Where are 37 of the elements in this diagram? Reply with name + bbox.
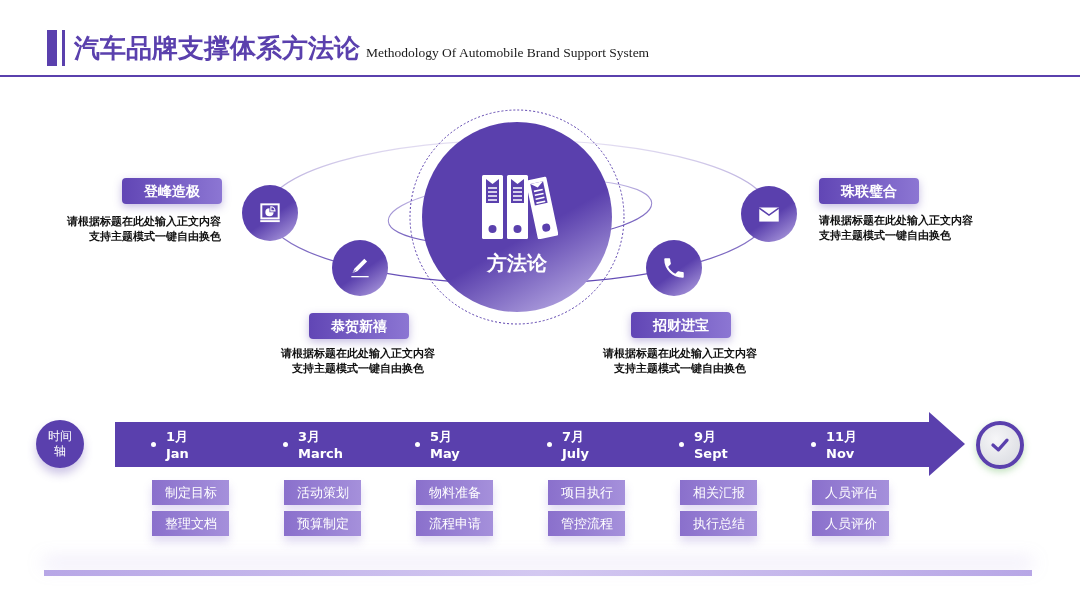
heading-tag: 招财进宝 (631, 312, 731, 338)
pen-icon (332, 240, 388, 296)
task-tag: 人员评估 (812, 480, 889, 505)
page-subtitle: Methodology Of Automobile Brand Support System (366, 45, 650, 61)
task-tag: 制定目标 (152, 480, 229, 505)
month-label: 7月 July (562, 428, 591, 462)
heading-tag: 恭贺新禧 (309, 313, 409, 339)
page-title: 汽车品牌支撑体系方法论 (74, 32, 360, 65)
month-label: 5月 May (430, 428, 461, 462)
task-tag: 物料准备 (416, 480, 493, 505)
heading-tag: 登峰造极 (122, 178, 222, 204)
task-tag: 项目执行 (548, 480, 625, 505)
timeline-arrow (115, 412, 966, 476)
description-text: 请根据标题在此处输入正文内容支持主题模式一键自由换色 (602, 346, 758, 376)
month-label: 1月 Jan (166, 428, 190, 462)
month-label: 3月 March (298, 428, 345, 462)
pie-chart-board-icon (242, 185, 298, 241)
month-label: 11月 Nov (826, 428, 859, 462)
task-tag: 流程申请 (416, 511, 493, 536)
hub-label: 方法论 (487, 251, 547, 275)
task-tag: 活动策划 (284, 480, 361, 505)
heading-tag: 珠联璧合 (819, 178, 919, 204)
timeline-badge (36, 420, 84, 468)
task-tag: 管控流程 (548, 511, 625, 536)
check-circle-icon (976, 421, 1024, 469)
task-tag: 预算制定 (284, 511, 361, 536)
description-text: 请根据标题在此处输入正文内容支持主题模式一键自由换色 (66, 214, 221, 244)
envelope-icon (741, 186, 797, 242)
task-tag: 整理文档 (152, 511, 229, 536)
description-text: 请根据标题在此处输入正文内容支持主题模式一键自由换色 (280, 346, 436, 376)
description-text: 请根据标题在此处输入正文内容支持主题模式一键自由换色 (819, 213, 974, 243)
phone-icon (646, 240, 702, 296)
badge-label: 时间轴 (47, 429, 73, 459)
task-tag: 相关汇报 (680, 480, 757, 505)
task-tag: 执行总结 (680, 511, 757, 536)
month-label: 9月 Sept (694, 428, 729, 462)
task-tag: 人员评价 (812, 511, 889, 536)
